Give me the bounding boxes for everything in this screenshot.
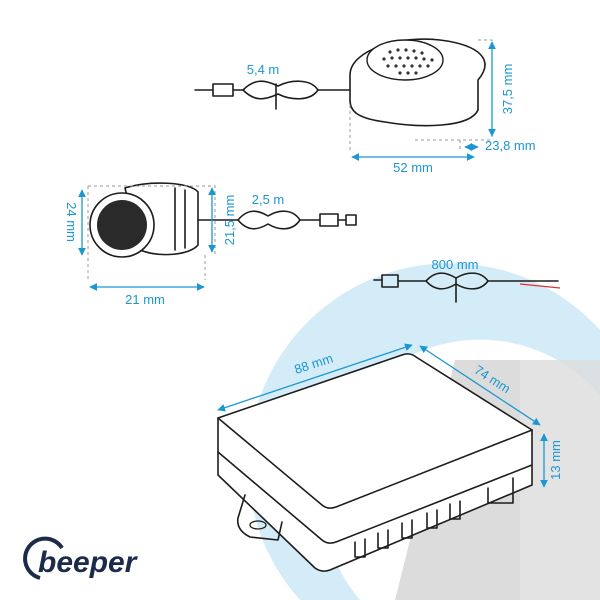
power-cable-drawing: 800 mm <box>373 257 561 303</box>
speaker-cable-length-label: 5,4 m <box>247 62 280 77</box>
power-cable-length-label: 800 mm <box>432 257 479 272</box>
box-height-label: 13 mm <box>548 440 563 480</box>
speaker-height-label: 37,5 mm <box>500 64 515 115</box>
sensor-drawing: 24 mm 21,5 mm 2,5 m 21 mm <box>64 182 357 307</box>
sensor-cable-length-label: 2,5 m <box>252 192 285 207</box>
sensor-depth-label: 21,5 mm <box>222 195 237 246</box>
sensor-width-label: 21 mm <box>125 292 165 307</box>
logo-text: beeper <box>38 546 139 579</box>
speaker-drawing: 5,4 m 52 mm 23,8 mm 37,5 mm <box>194 38 536 175</box>
beeper-logo: beeper <box>23 536 139 580</box>
speaker-width-label: 52 mm <box>393 160 433 175</box>
sensor-height-label: 24 mm <box>64 202 79 242</box>
speaker-depth-label: 23,8 mm <box>485 138 536 153</box>
